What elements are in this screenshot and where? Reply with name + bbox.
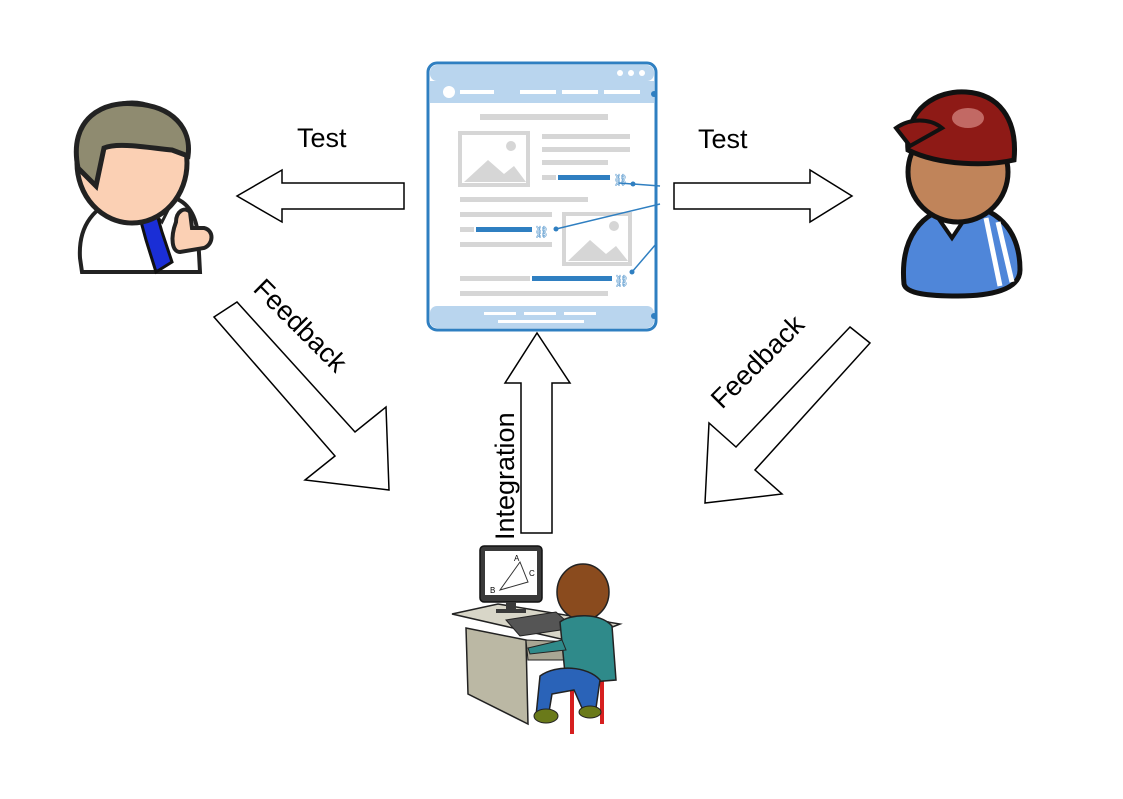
developer-at-computer-icon: A B C	[451, 545, 623, 734]
feedback-arrow-right	[704, 325, 872, 504]
svg-text:⛓: ⛓	[534, 225, 549, 239]
test-label-left: Test	[297, 123, 347, 153]
test-arrow-right	[673, 168, 854, 224]
website-page-icon: ⛓ ⛓ ⛓	[426, 61, 661, 332]
test-arrow-left	[235, 168, 405, 224]
manager-person-icon	[73, 100, 214, 275]
svg-text:⛓: ⛓	[613, 173, 628, 187]
user-with-cap-icon	[893, 89, 1023, 299]
monitor-letter-b: B	[490, 586, 495, 595]
monitor-letter-c: C	[529, 569, 535, 578]
feedback-arrow-left	[212, 301, 390, 491]
test-label-right: Test	[698, 124, 748, 154]
svg-text:⛓: ⛓	[614, 274, 629, 288]
monitor-letter-a: A	[514, 554, 520, 563]
integration-arrow-up	[503, 331, 572, 534]
integration-label: Integration	[490, 412, 520, 540]
